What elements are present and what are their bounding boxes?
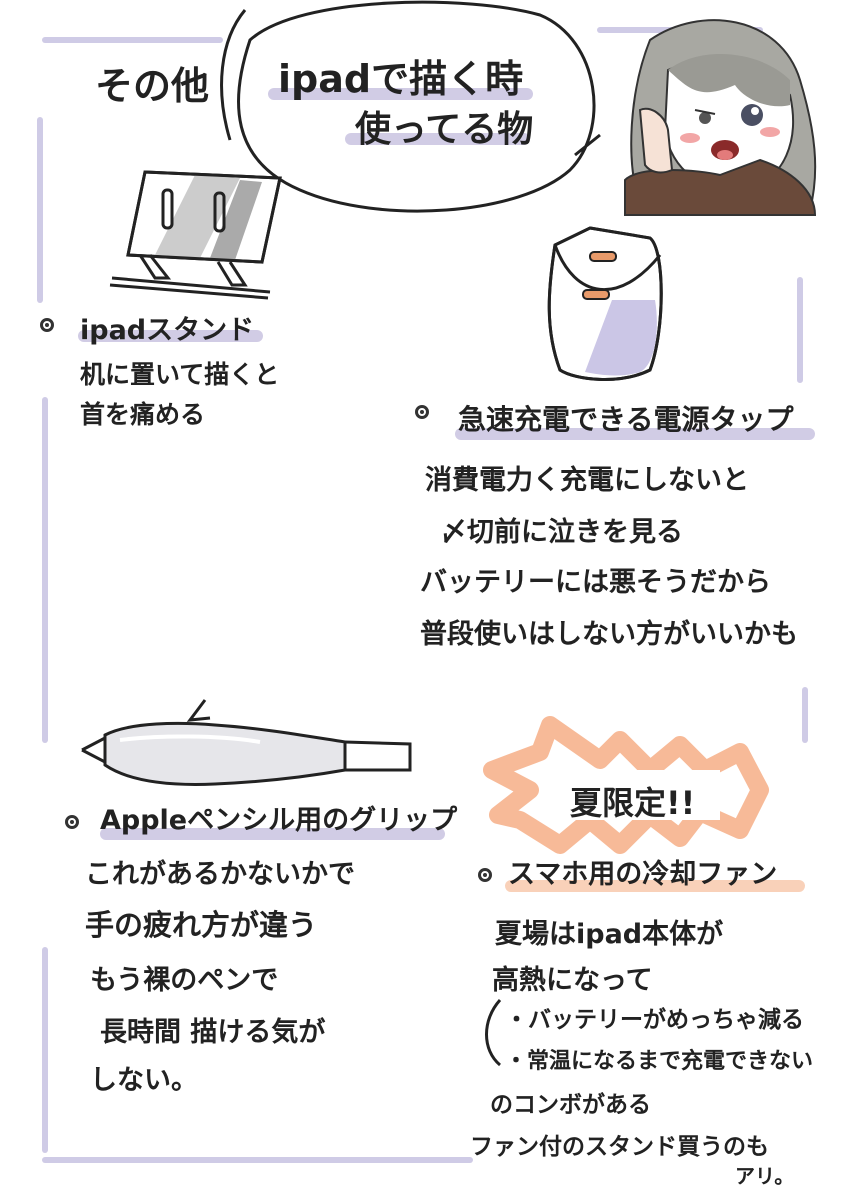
charger-illustration xyxy=(547,226,663,381)
grip-title-highlight xyxy=(100,828,445,840)
header-line-2: 使ってる物 xyxy=(355,109,534,150)
header-line-1: ipadで描く時 xyxy=(278,57,524,101)
grip-desc-3: もう裸のペンで xyxy=(90,965,279,996)
grip-title: Appleペンシル用のグリップ xyxy=(100,805,458,836)
fan-after-2: ファン付のスタンド買うのも xyxy=(470,1134,769,1160)
charger-title-highlight xyxy=(455,428,815,440)
stand-desc-1: 机に置いて描くと xyxy=(80,360,280,389)
header-prefix: その他 xyxy=(95,64,210,108)
bullet-icon xyxy=(40,318,54,332)
frame-lines xyxy=(37,27,808,1163)
fan-point-2: ・常温になるまで充電できない xyxy=(505,1049,814,1074)
speech-bubble xyxy=(237,0,601,213)
fan-after-1: のコンボがある xyxy=(490,1092,651,1118)
grip-desc-2: 手の疲れ方が違う xyxy=(85,908,318,942)
bullet-icon xyxy=(415,405,429,419)
summer-badge: 夏限定!! xyxy=(570,784,696,822)
charger-desc-1: 消費電力く充電にしないと xyxy=(425,465,749,496)
fan-title: スマホ用の冷却ファン xyxy=(508,859,778,890)
charger-desc-3: バッテリーには悪そうだから xyxy=(420,567,771,598)
burst-shape xyxy=(483,716,769,854)
fan-desc-2: 高熱になって xyxy=(492,965,653,996)
fan-after-3: アリ。 xyxy=(735,1164,795,1188)
character-face xyxy=(624,19,817,216)
grip-desc-1: これがあるかないかで xyxy=(85,859,355,890)
stand-desc-2: 首を痛める xyxy=(80,400,206,429)
grip-desc-5: しない。 xyxy=(90,1065,198,1096)
pencil-grip-illustration xyxy=(81,699,412,786)
stand-illustration xyxy=(109,170,282,300)
charger-desc-4: 普段使いはしない方がいいかも xyxy=(420,619,798,650)
header-highlight-1 xyxy=(268,88,533,100)
stand-title: ipadスタンド xyxy=(80,315,255,346)
grip-desc-4: 長時間 描ける気が xyxy=(100,1017,326,1048)
stand-title-highlight xyxy=(78,330,263,342)
bullet-icon xyxy=(478,868,492,882)
fan-title-highlight xyxy=(505,880,805,892)
charger-desc-2: 〆切前に泣きを見る xyxy=(440,517,683,548)
header-highlight-2 xyxy=(345,133,530,145)
fan-desc-1: 夏場はipad本体が xyxy=(495,919,724,950)
bullet-icon xyxy=(65,815,79,829)
charger-title: 急速充電できる電源タップ xyxy=(458,403,794,436)
fan-point-1: ・バッテリーがめっちゃ減る xyxy=(505,1007,804,1033)
